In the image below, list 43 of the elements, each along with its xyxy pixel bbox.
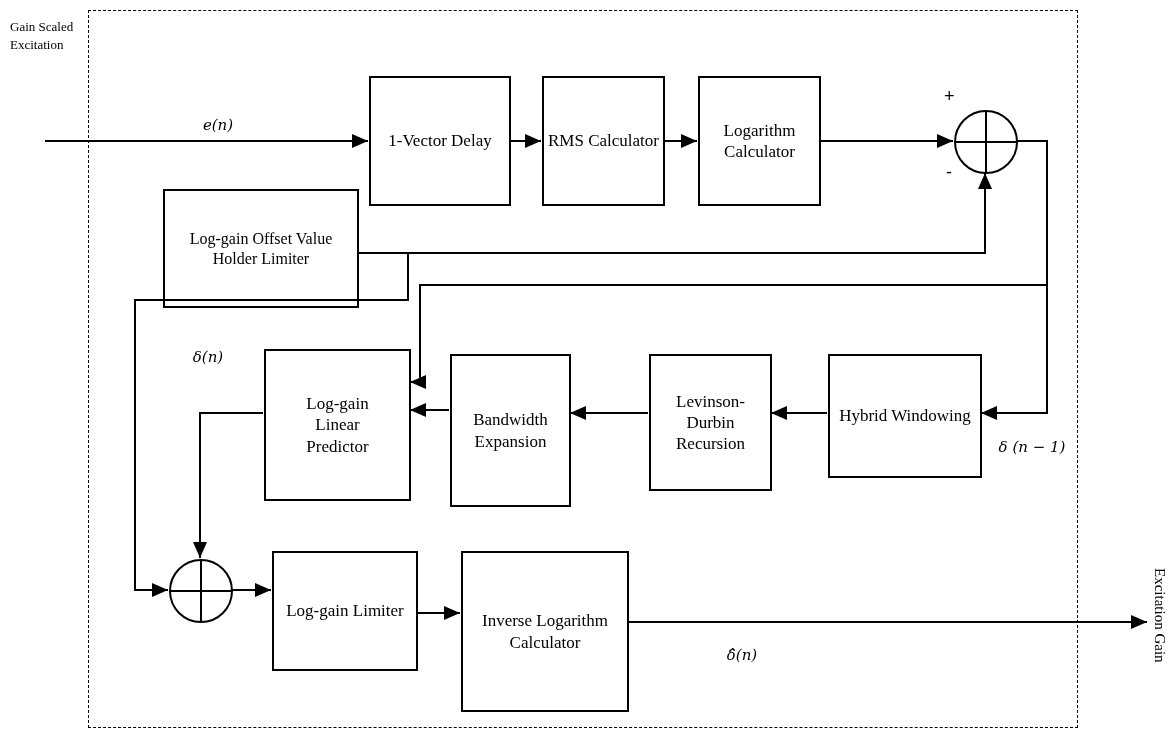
- arrow: [819, 134, 954, 148]
- process-box: [369, 76, 511, 206]
- arrow: [627, 615, 1148, 629]
- block-label: Hybrid Windowing: [839, 405, 971, 427]
- process-box: [649, 354, 772, 491]
- arrow: [663, 134, 698, 148]
- block-label: Log-gain Offset Value Holder Limiter: [188, 228, 334, 269]
- process-box: [828, 354, 982, 478]
- io-label: Gain Scaled Excitation: [10, 18, 75, 54]
- sign-label: -: [946, 162, 952, 183]
- block-label: Logarithm Calculator: [722, 119, 797, 163]
- process-box: [163, 189, 359, 308]
- arrow: [770, 406, 828, 420]
- block-label: Inverse Logarithm Calculator: [480, 610, 609, 653]
- io-label: Excitation Gain: [1147, 540, 1171, 690]
- block-label: Levinson-Durbin Recursion: [675, 390, 746, 455]
- process-box: [461, 551, 629, 712]
- sign-label: +: [944, 86, 955, 107]
- arrow: [509, 134, 542, 148]
- signal-label: δ (n − 1): [998, 438, 1066, 456]
- block-label: Log-gain Limiter: [286, 600, 404, 622]
- arrow: [416, 606, 461, 620]
- arrow: [409, 403, 450, 417]
- arrow: [231, 583, 272, 597]
- block-label: Bandwidth Expansion: [472, 409, 549, 452]
- block-label: 1-Vector Delay: [388, 130, 492, 152]
- block-label: Log-gain Linear Predictor: [305, 393, 370, 457]
- process-box: [450, 354, 571, 507]
- process-box: [698, 76, 821, 206]
- arrow: [409, 140, 1048, 389]
- block-label: RMS Calculator: [548, 130, 659, 152]
- signal-label: e(n): [202, 116, 234, 134]
- arrow: [569, 406, 649, 420]
- signal-label: δ(n): [192, 348, 224, 366]
- arrow: [44, 134, 369, 148]
- signal-label: δ̂(n): [726, 646, 758, 664]
- arrow: [193, 412, 264, 559]
- process-box: [542, 76, 665, 206]
- process-box: [264, 349, 411, 501]
- summing-junction: [169, 559, 233, 623]
- dashed-boundary: [88, 10, 1078, 728]
- arrow: [134, 252, 409, 597]
- process-box: [272, 551, 418, 671]
